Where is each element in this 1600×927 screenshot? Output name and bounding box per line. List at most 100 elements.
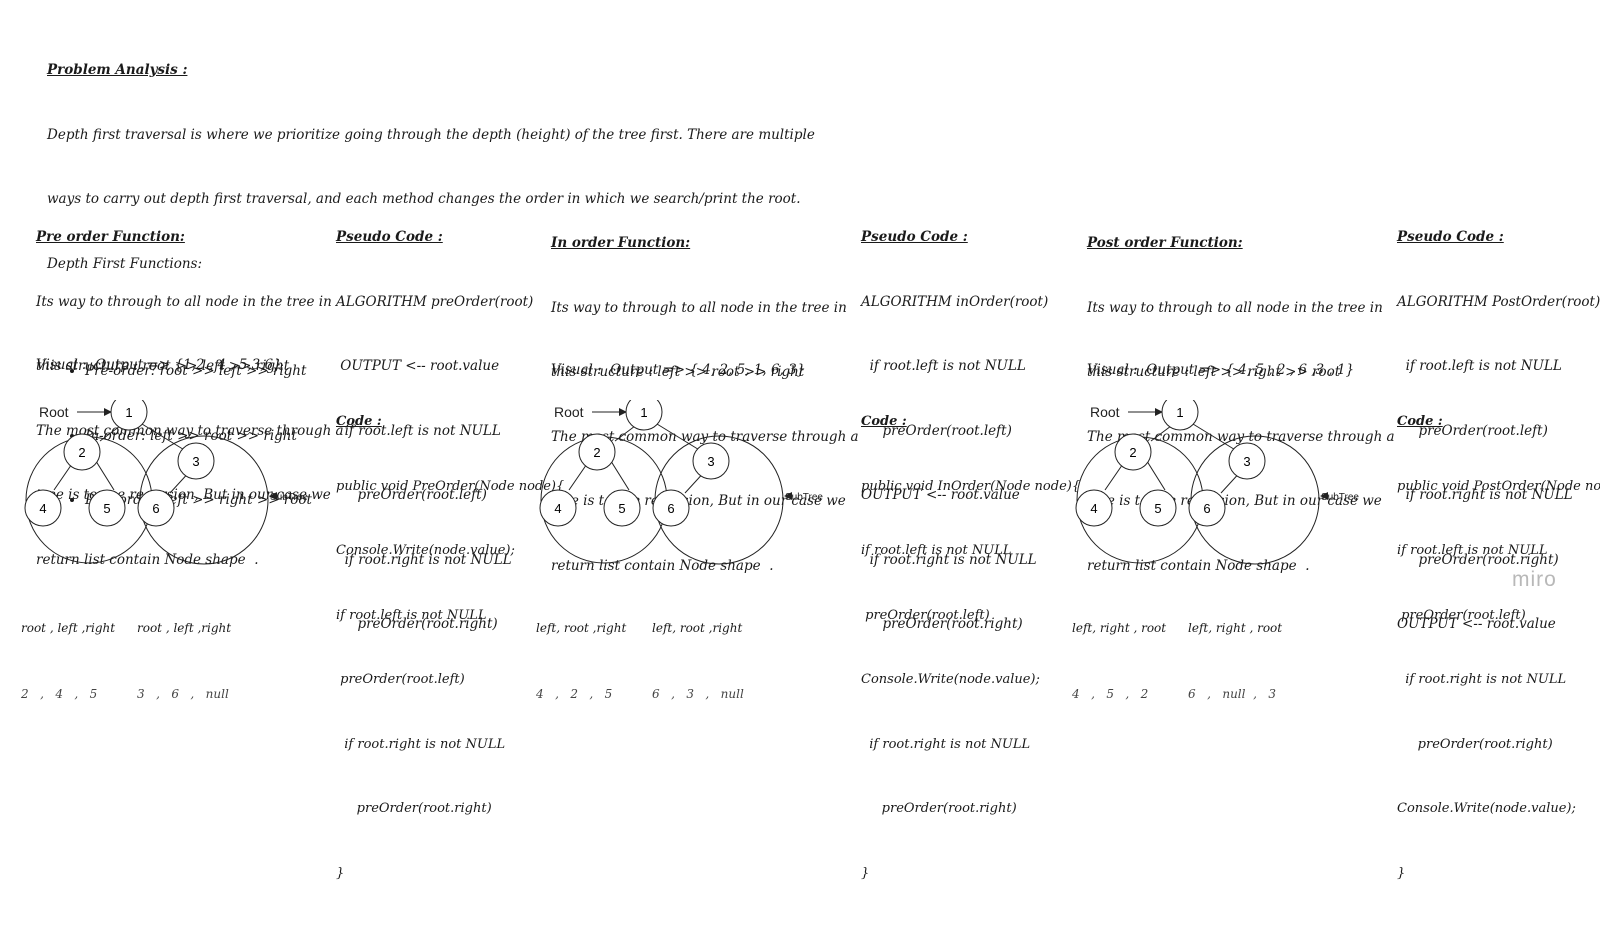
tree-node-2: 2 bbox=[1114, 433, 1152, 471]
function-description: In order Function: Its way to through to… bbox=[551, 190, 859, 620]
svg-text:4: 4 bbox=[39, 501, 46, 516]
code-line: preOrder(root.right) bbox=[1397, 736, 1553, 752]
tree-node-6: 6 bbox=[137, 489, 175, 527]
code-line: } bbox=[1397, 865, 1406, 881]
depth-first-functions-label: Depth First Functions: bbox=[47, 255, 203, 272]
function-title: Pre order Function: bbox=[36, 229, 185, 245]
pseudo-code-title: Pseudo Code : bbox=[336, 229, 443, 245]
visual-output: Visual : Output => { 4, 2, 5, 1, 6, 3} bbox=[551, 362, 806, 378]
function-description: Post order Function: Its way to through … bbox=[1087, 190, 1395, 620]
subtree-label: SubTree bbox=[1321, 492, 1359, 503]
pseudo-line: OUTPUT <-- root.value bbox=[336, 358, 500, 374]
code-line: public void PreOrder(Node node){ bbox=[336, 478, 565, 494]
description-line: Its way to through to all node in the tr… bbox=[36, 293, 332, 310]
code-line: if root.right is not NULL bbox=[1397, 672, 1567, 687]
left-order-labels: root , left ,right bbox=[21, 621, 116, 635]
code-line: if root.right is not NULL bbox=[861, 736, 1031, 752]
svg-text:1: 1 bbox=[640, 405, 647, 420]
tree-node-5: 5 bbox=[1139, 489, 1177, 527]
edge-1-2 bbox=[1150, 425, 1172, 442]
tree-node-1: 1 bbox=[1161, 400, 1199, 431]
pseudo-code: Pseudo Code : ALGORITHM preOrder(root) O… bbox=[336, 184, 533, 679]
edge-1-3 bbox=[141, 423, 187, 452]
svg-text:5: 5 bbox=[1154, 501, 1161, 516]
edge-1-2 bbox=[99, 425, 121, 442]
visual-output: Visual : Output => {1,2 , 4 , 5,3,6} bbox=[36, 357, 282, 373]
edge-2-5 bbox=[608, 457, 630, 491]
code-line: preOrder(root.left) bbox=[861, 607, 990, 623]
code-line: Console.Write(node.value); bbox=[861, 672, 1040, 687]
pseudo-code-title: Pseudo Code : bbox=[1397, 229, 1504, 245]
svg-text:6: 6 bbox=[667, 501, 674, 516]
left-order-values: 4 , 2 , 5 bbox=[536, 687, 613, 701]
code-line: if root.left is not NULL bbox=[336, 607, 487, 623]
pseudo-line: ALGORITHM inOrder(root) bbox=[861, 293, 1049, 310]
description-line: this structure : left >> right >> root bbox=[1087, 364, 1341, 380]
description-line: return list contain Node shape . bbox=[1087, 557, 1310, 574]
function-title: Post order Function: bbox=[1087, 235, 1243, 251]
tree-node-6: 6 bbox=[652, 489, 690, 527]
pseudo-line: OUTPUT <-- root.value bbox=[861, 487, 1020, 503]
tree-node-3: 3 bbox=[177, 442, 215, 480]
pseudo-line: preOrder(root.right) bbox=[1397, 551, 1559, 568]
svg-text:5: 5 bbox=[618, 501, 625, 516]
right-order-values: 3 , 6 , null bbox=[137, 687, 229, 701]
description-line: Its way to through to all node in the tr… bbox=[551, 299, 847, 316]
svg-text:4: 4 bbox=[1090, 501, 1097, 516]
left-subtree-order: root , left ,right 2 , 4 , 5 bbox=[21, 573, 115, 749]
tree-node-2: 2 bbox=[63, 433, 101, 471]
tree-node-5: 5 bbox=[88, 489, 126, 527]
pseudo-line: ALGORITHM PostOrder(root) bbox=[1397, 293, 1600, 310]
pseudo-line: preOrder(root.left) bbox=[1397, 422, 1548, 439]
right-order-labels: root , left ,right bbox=[137, 621, 232, 635]
pseudo-line: ALGORITHM preOrder(root) bbox=[336, 293, 534, 310]
svg-text:2: 2 bbox=[593, 445, 600, 460]
subtree-label: SubTree bbox=[785, 492, 823, 503]
visual-output: Visual : Output => { 4, 5 , 2 , 6 ,3 , 1… bbox=[1087, 362, 1355, 378]
left-order-labels: left, root ,right bbox=[536, 621, 627, 635]
tree-node-2: 2 bbox=[578, 433, 616, 471]
svg-text:6: 6 bbox=[152, 501, 159, 516]
code-line: Console.Write(node.value); bbox=[1397, 801, 1576, 816]
pseudo-line: if root.right is not NULL bbox=[861, 551, 1037, 568]
pseudo-line: if root.right is not NULL bbox=[336, 551, 512, 568]
right-subtree-order: left, root ,right 6 , 3 , null bbox=[652, 573, 744, 749]
tree-node-1: 1 bbox=[625, 400, 663, 431]
subtree-label: SubTree bbox=[270, 492, 308, 503]
code-line: preOrder(root.left) bbox=[336, 672, 465, 687]
code-block: Code : public void InOrder(Node node){ i… bbox=[861, 368, 1080, 927]
tree-node-4: 4 bbox=[24, 489, 62, 527]
left-order-values: 2 , 4 , 5 bbox=[21, 687, 98, 701]
tree-diagram: Root SubTree 1 2 3 4 5 6 bbox=[24, 400, 308, 565]
edge-2-5 bbox=[93, 457, 115, 491]
right-subtree-order: left, right , root 6 , null , 3 bbox=[1188, 573, 1282, 749]
tree-node-4: 4 bbox=[539, 489, 577, 527]
root-label: Root bbox=[554, 404, 584, 420]
svg-text:1: 1 bbox=[1176, 405, 1183, 420]
svg-text:3: 3 bbox=[1243, 454, 1250, 469]
code-line: preOrder(root.right) bbox=[861, 801, 1017, 816]
pseudo-line: if root.left is not NULL bbox=[336, 422, 501, 439]
svg-text:1: 1 bbox=[125, 405, 132, 420]
edge-1-3 bbox=[656, 423, 702, 452]
code-title: Code : bbox=[1397, 414, 1443, 429]
svg-text:2: 2 bbox=[78, 445, 85, 460]
description-line: The most common way to traverse through … bbox=[1087, 428, 1395, 445]
bullet-pre-order: Pre-order: root >> left >> right bbox=[85, 361, 815, 383]
root-label: Root bbox=[1090, 404, 1120, 420]
edge-1-3 bbox=[1192, 423, 1238, 452]
svg-text:3: 3 bbox=[707, 454, 714, 469]
tree-diagram: Root SubTree 1 2 3 4 5 6 bbox=[539, 400, 823, 565]
code-line: public void PostOrder(Node node){ bbox=[1397, 478, 1600, 494]
pseudo-line: if root.right is not NULL bbox=[1397, 487, 1573, 503]
code-line: if root.right is not NULL bbox=[336, 736, 506, 752]
problem-analysis-heading: Problem Analysis : bbox=[47, 62, 188, 78]
description-line: this structure : left >> root >> right bbox=[551, 364, 805, 380]
miro-logo: miro bbox=[1512, 568, 1557, 591]
left-order-values: 4 , 5 , 2 bbox=[1072, 687, 1149, 701]
code-line: } bbox=[336, 865, 345, 881]
problem-analysis: Problem Analysis : Depth first traversal… bbox=[47, 17, 815, 576]
code-line: Console.Write(node.value); bbox=[336, 543, 515, 558]
description-line: return list contain Node shape . bbox=[551, 557, 774, 574]
code-title: Code : bbox=[336, 414, 382, 429]
